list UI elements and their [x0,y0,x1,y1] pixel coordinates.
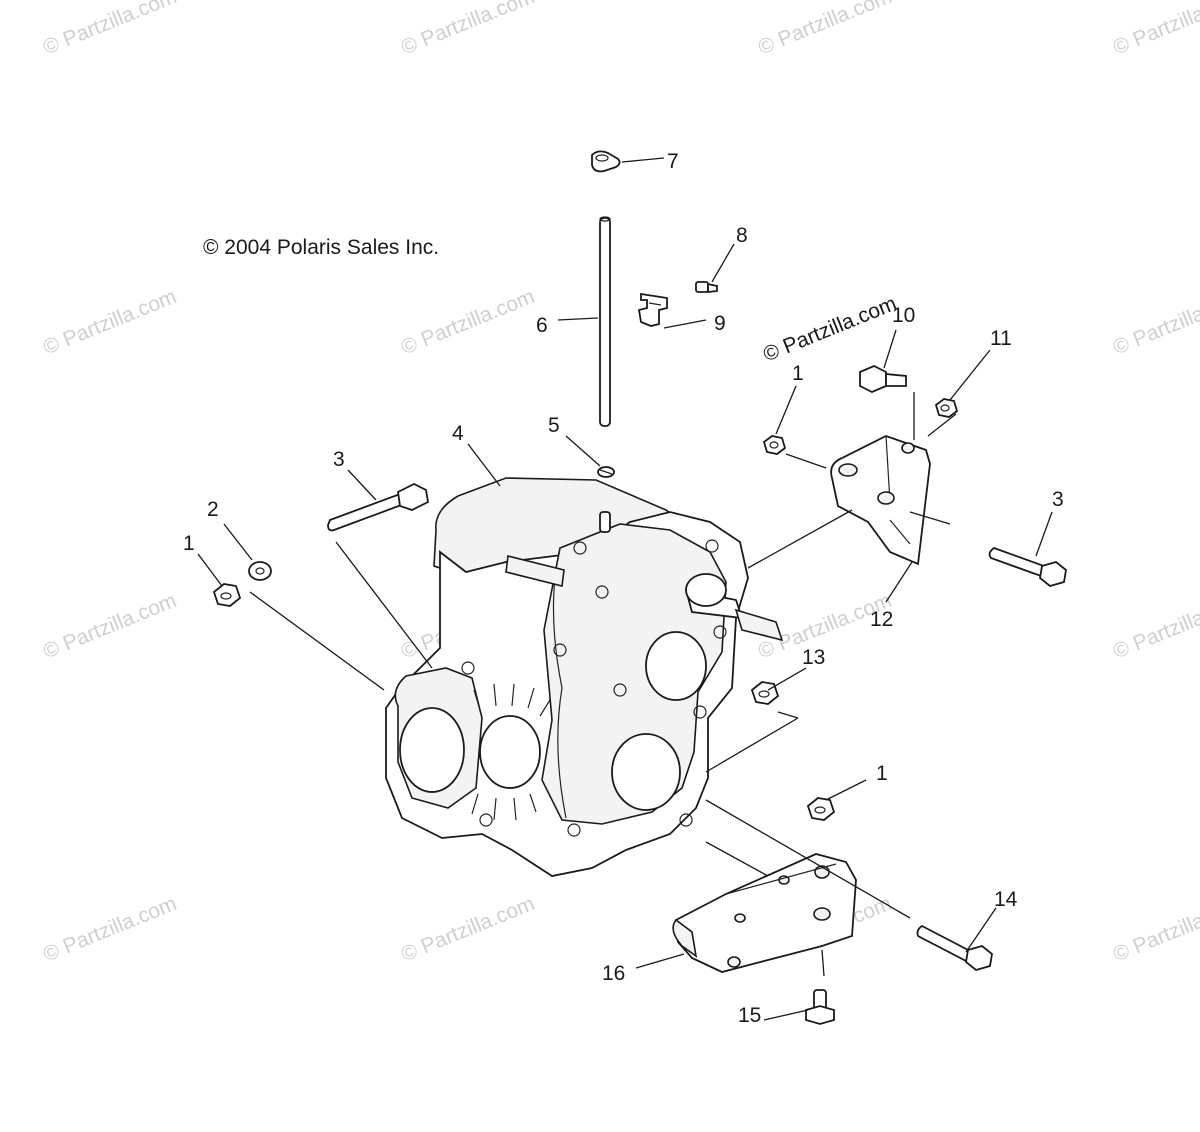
part-1-nut-left[interactable] [212,583,242,607]
callout-15: 15 [738,1004,761,1027]
part-5-grommet[interactable] [597,466,615,478]
callout-1: 1 [183,532,195,555]
part-13-nut[interactable] [750,681,780,705]
callout-10: 10 [892,304,915,327]
part-2-washer[interactable] [248,561,272,581]
callout-2: 2 [207,498,219,521]
part-16-lower-bracket[interactable] [672,853,857,973]
callout-8: 8 [736,224,748,247]
part-1-nut-lower[interactable] [806,797,836,821]
part-3-bolt-left[interactable] [327,482,429,532]
callout-9: 9 [714,312,726,335]
callout-4: 4 [452,422,464,445]
callout-11: 11 [990,327,1012,350]
callout-13: 13 [802,646,825,669]
callout-5: 5 [548,414,560,437]
callout-1: 1 [792,362,804,385]
part-3-bolt-right[interactable] [988,546,1067,587]
callout-14: 14 [994,888,1018,911]
callout-12: 12 [870,608,893,631]
callout-3: 3 [1052,488,1064,511]
callout-6: 6 [536,314,548,337]
part-12-upper-bracket[interactable] [830,435,931,566]
callout-3: 3 [333,448,345,471]
leader-lines [197,157,1053,1021]
callout-1: 1 [876,762,888,785]
part-10-bolt[interactable] [859,365,907,393]
part-14-bolt[interactable] [916,924,993,971]
copyright-notice: © 2004 Polaris Sales Inc. [203,236,440,259]
part-6-vent-tube[interactable] [599,216,611,427]
part-8-screw[interactable] [695,281,718,294]
part-1-nut-upper[interactable] [762,435,787,455]
part-11-nut[interactable] [934,398,959,418]
callout-labels: 7 8 6 9 10 11 1 5 4 3 3 2 1 12 13 1 14 1… [183,150,1064,1027]
part-15-bolt[interactable] [805,989,835,1025]
callout-7: 7 [667,150,679,173]
part-4-transmission-assembly[interactable] [385,477,784,877]
part-9-retainer-clip[interactable] [637,292,668,327]
callout-16: 16 [602,962,625,985]
part-7-clip[interactable] [591,150,621,173]
